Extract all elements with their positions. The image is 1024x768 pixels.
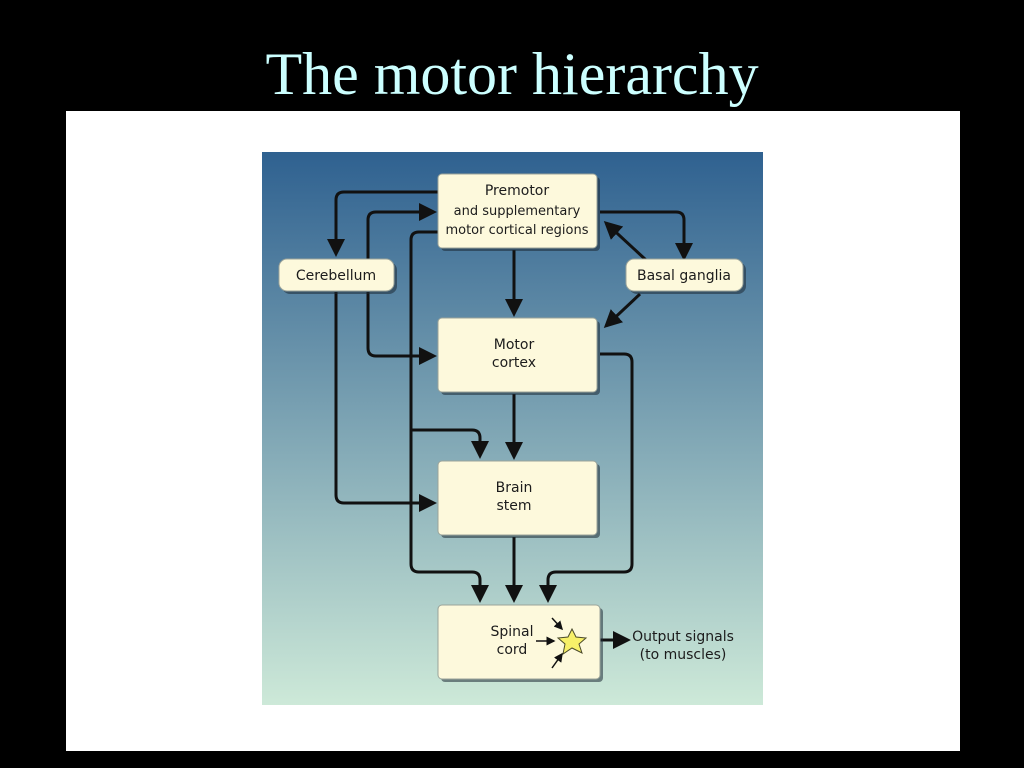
arrow-premotor-to-basal-ganglia: [600, 210, 693, 261]
box-brain-stem: Brain stem: [437, 460, 600, 538]
arrow-cerebellum-to-brain-stem: [334, 292, 437, 512]
motor-neuron: [536, 617, 588, 669]
box-motor-cortex: Motor cortex: [437, 317, 600, 395]
output-label-line1: Output signals: [632, 629, 734, 645]
premotor-label-line1: Premotor: [485, 183, 550, 199]
brain-stem-label-line2: stem: [496, 498, 531, 514]
basal-ganglia-label: Basal ganglia: [637, 268, 731, 284]
spinal-cord-label-line1: Spinal: [490, 624, 533, 640]
slide-title: The motor hierarchy: [265, 41, 759, 107]
arrow-premotor-to-cerebellum: [327, 190, 438, 257]
box-cerebellum: Cerebellum: [278, 258, 397, 294]
motor-cortex-label-line1: Motor: [494, 337, 535, 353]
arrow-basal-ganglia-to-motor-cortex: [603, 292, 642, 329]
box-premotor: Premotor and supplementary motor cortica…: [437, 173, 600, 251]
premotor-label-line3: motor cortical regions: [445, 223, 588, 238]
spinal-cord-label-line2: cord: [497, 642, 528, 658]
arrow-motor-cortex-to-spinal-cord: [539, 352, 634, 603]
arrow-premotor-to-brain-stem: [411, 428, 489, 459]
premotor-label-line2: and supplementary: [454, 204, 581, 219]
motor-hierarchy-diagram: Premotor and supplementary motor cortica…: [262, 152, 763, 705]
arrow-cerebellum-to-premotor: [366, 203, 437, 262]
box-basal-ganglia: Basal ganglia: [625, 258, 746, 294]
arrow-basal-ganglia-to-premotor: [603, 220, 648, 262]
motor-cortex-label-line2: cortex: [492, 355, 536, 371]
output-label-line2: (to muscles): [640, 647, 727, 663]
arrow-cerebellum-to-motor-cortex: [366, 292, 437, 365]
cerebellum-label: Cerebellum: [296, 268, 376, 284]
connections: [327, 190, 693, 649]
neuron-star-icon: [556, 627, 588, 656]
brain-stem-label-line1: Brain: [496, 480, 533, 496]
arrow-premotor-to-spinal-cord: [409, 230, 489, 603]
